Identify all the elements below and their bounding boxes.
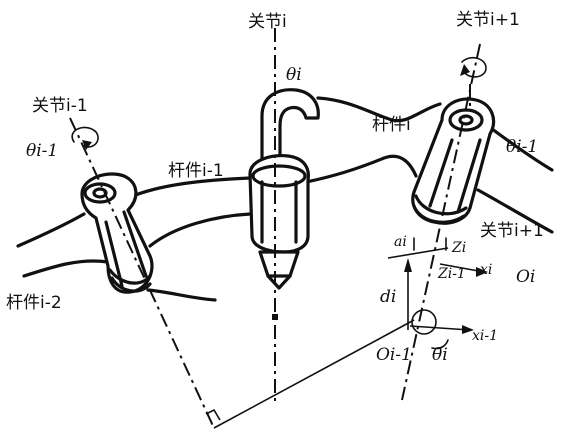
label-joint-i-plus-1-side: 关节i+1 <box>480 221 544 241</box>
label-link-i-minus-2: 杆件i-2 <box>6 293 62 313</box>
label-theta-i-top: θi <box>286 65 302 85</box>
rotation-arrow-icon-joint-i-minus-1 <box>71 126 99 150</box>
label-theta-i-bottom: θi <box>432 345 448 365</box>
joint-axes <box>69 28 481 429</box>
label-O-i: Oi <box>516 267 535 287</box>
joint-i-minus-1 <box>80 172 154 294</box>
label-x-i: xi <box>480 262 492 278</box>
label-theta-i-minus-1-left: θi-1 <box>26 141 58 161</box>
link-outlines <box>16 96 554 302</box>
label-link-i: 杆件i <box>372 115 411 135</box>
label-joint-i-plus-1-top: 关节i+1 <box>456 10 520 30</box>
joint-i <box>248 88 320 290</box>
frame-i-minus-1 <box>409 309 474 350</box>
joint-i-plus-1 <box>411 97 496 225</box>
label-O-i-minus-1: Oi-1 <box>376 345 412 365</box>
label-d-i: di <box>380 287 396 307</box>
label-link-i-minus-1: 杆件i-1 <box>168 161 224 181</box>
diagram-labels: 关节i 关节i+1 关节i-1 θi θi-1 杆件i-1 杆件i θi-1 关… <box>6 10 544 365</box>
frame-i <box>413 237 488 277</box>
common-normal-line <box>213 319 415 429</box>
label-Z-i: Zi <box>451 240 466 256</box>
axis-tick-mark <box>272 314 278 320</box>
offset-d-arrowhead <box>404 258 412 272</box>
right-angle-mark <box>205 408 221 421</box>
label-a-i: ai <box>394 234 407 250</box>
label-Z-i-minus-1: Zi-1 <box>437 266 466 282</box>
label-theta-i-minus-1-right: θi-1 <box>506 137 538 157</box>
label-joint-i: 关节i <box>248 12 287 32</box>
rotation-arrow-icon-joint-i-plus-1 <box>460 56 487 78</box>
label-joint-i-minus-1: 关节i-1 <box>32 96 88 116</box>
link-length-line <box>387 247 449 259</box>
label-x-i-minus-1: xi-1 <box>472 328 498 344</box>
